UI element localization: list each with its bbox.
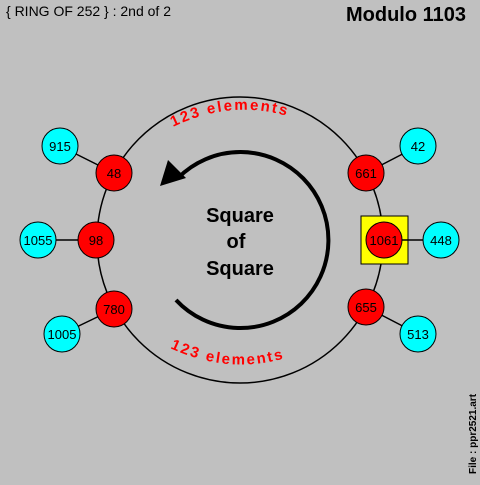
node-pair-right-top: 42 661 xyxy=(347,127,437,192)
leaf-node-label: 915 xyxy=(49,139,71,154)
leaf-node-label: 1005 xyxy=(48,327,77,342)
leaf-node xyxy=(19,221,57,259)
leaf-node xyxy=(41,127,79,165)
node-pair-left-bottom: 1005 780 xyxy=(43,290,133,353)
ring-node-label: 661 xyxy=(355,166,377,181)
ring-node xyxy=(347,288,385,326)
leaf-node xyxy=(422,221,460,259)
leaf-node-label: 42 xyxy=(411,139,425,154)
arc-label-bottom: 123 elements xyxy=(168,336,286,368)
leaf-node xyxy=(399,315,437,353)
ring-node xyxy=(347,154,385,192)
ring-node-label: 48 xyxy=(107,166,121,181)
leaf-node-label: 448 xyxy=(430,233,452,248)
ring-node-label: 780 xyxy=(103,302,125,317)
ring-node xyxy=(95,154,133,192)
rotation-arrow xyxy=(174,150,331,331)
ring-node-label: 1061 xyxy=(370,233,399,248)
leaf-node xyxy=(399,127,437,165)
node-pair-left-middle: 1055 98 xyxy=(19,221,115,259)
file-label: File : ppr2521.art xyxy=(468,393,479,474)
leaf-node-label: 513 xyxy=(407,327,429,342)
center-line-1: Square xyxy=(206,205,274,227)
ring-node xyxy=(365,221,403,259)
node-pair-right-bottom: 513 655 xyxy=(347,288,437,353)
leaf-node-label: 1055 xyxy=(24,233,53,248)
center-line-2: of xyxy=(227,231,246,253)
rotation-arrowhead-icon xyxy=(160,160,186,186)
center-line-3: Square xyxy=(206,258,274,280)
ring-node-label: 655 xyxy=(355,300,377,315)
ring-node xyxy=(77,221,115,259)
ring-label: { RING OF 252 } : 2nd of 2 xyxy=(6,3,171,19)
modulus-label: Modulo 1103 xyxy=(345,4,466,26)
ring-node-label: 98 xyxy=(89,233,103,248)
leaf-node xyxy=(43,315,81,353)
arc-label-top: 123 elements xyxy=(168,97,292,131)
ring-node xyxy=(95,290,133,328)
node-pair-right-middle: 448 1061 xyxy=(360,215,460,265)
node-pair-left-top: 915 48 xyxy=(41,127,133,192)
